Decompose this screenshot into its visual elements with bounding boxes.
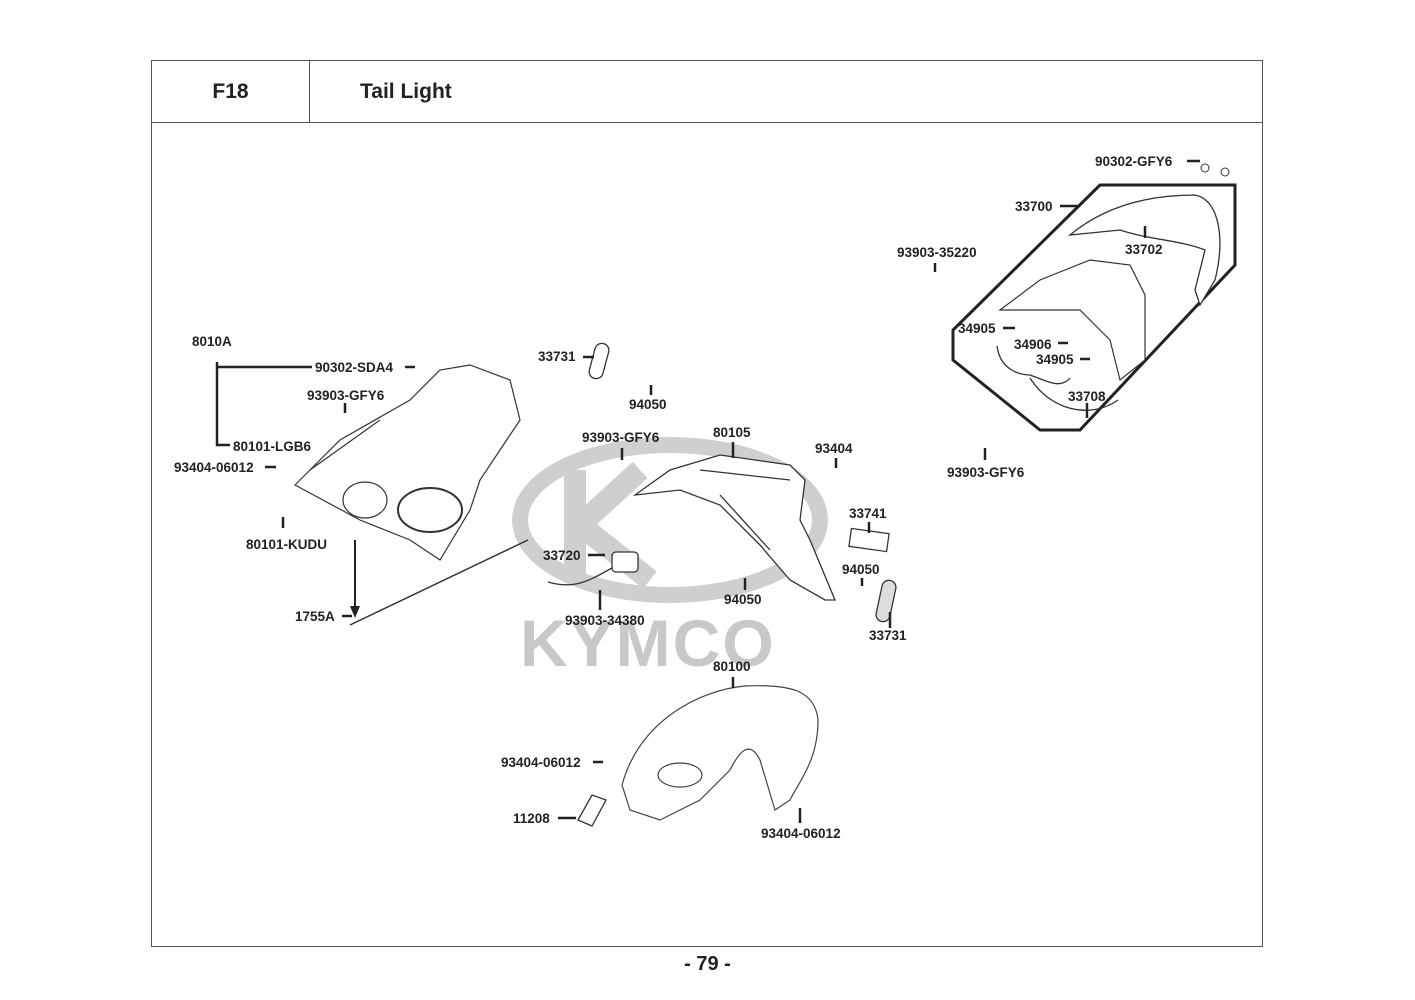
reflector-lower-part xyxy=(875,579,897,623)
license-plate-bracket-part xyxy=(848,527,890,553)
part-label: 34905 xyxy=(1036,352,1074,367)
part-label: 80100 xyxy=(713,659,751,674)
part-label: 93903-GFY6 xyxy=(582,430,660,445)
tube-part xyxy=(349,539,529,626)
wire-harness-part xyxy=(996,345,1119,411)
section-code-text: F18 xyxy=(212,79,249,103)
part-label: 33741 xyxy=(849,506,887,521)
part-label: 93404 xyxy=(815,441,853,456)
section-title-text: Tail Light xyxy=(360,79,452,103)
part-label: 93404-06012 xyxy=(761,826,841,841)
screw-icon xyxy=(1220,167,1230,177)
tail-light-housing-part xyxy=(998,259,1146,382)
part-label: 33731 xyxy=(869,628,907,643)
part-label: 33731 xyxy=(538,349,576,364)
part-label: 11208 xyxy=(513,811,550,826)
part-label: 33720 xyxy=(543,548,581,563)
part-label: 93404-06012 xyxy=(174,460,254,475)
part-label: 33700 xyxy=(1015,199,1053,214)
license-light-part xyxy=(547,551,639,586)
part-label: 1755A xyxy=(295,609,335,624)
part-label: 80101-KUDU xyxy=(246,537,328,552)
part-label: 80101-LGB6 xyxy=(233,439,312,454)
diagram-frame xyxy=(151,60,1263,947)
rear-fender-part xyxy=(621,685,819,821)
part-label: 93903-GFY6 xyxy=(947,465,1025,480)
tail-light-assembly-box xyxy=(951,183,1237,432)
part-label: 34905 xyxy=(958,321,996,336)
arrow-head xyxy=(350,606,360,618)
leader-lines xyxy=(265,159,1200,823)
part-label: 93903-GFY6 xyxy=(307,388,385,403)
part-label: 94050 xyxy=(842,562,880,577)
part-label: 34906 xyxy=(1014,337,1052,352)
part-label: 93903-35220 xyxy=(897,245,977,260)
screw-icon xyxy=(1200,163,1210,173)
page-number: - 79 - xyxy=(684,953,731,975)
part-label: 90302-GFY6 xyxy=(1095,154,1173,169)
part-label: 94050 xyxy=(724,592,762,607)
inner-cover-part xyxy=(294,364,521,561)
part-label: 8010A xyxy=(192,334,232,349)
part-label: 33708 xyxy=(1068,389,1106,404)
group-bracket xyxy=(215,362,312,447)
part-label: 94050 xyxy=(629,397,667,412)
part-label: 93903-34380 xyxy=(565,613,645,628)
part-label: 33702 xyxy=(1125,242,1163,257)
rear-fender-frame-part xyxy=(632,454,836,601)
reflector-upper-part xyxy=(588,342,610,380)
tail-light-lens-part xyxy=(1067,194,1221,307)
part-label: 90302-SDA4 xyxy=(315,360,394,375)
watermark-ellipse xyxy=(512,437,828,603)
part-label: 80105 xyxy=(713,425,751,440)
watermark-logo xyxy=(512,437,828,603)
watermark-brand: KYMCO xyxy=(520,606,776,680)
bracket-11208-part xyxy=(577,794,607,827)
part-label: 93404-06012 xyxy=(501,755,581,770)
